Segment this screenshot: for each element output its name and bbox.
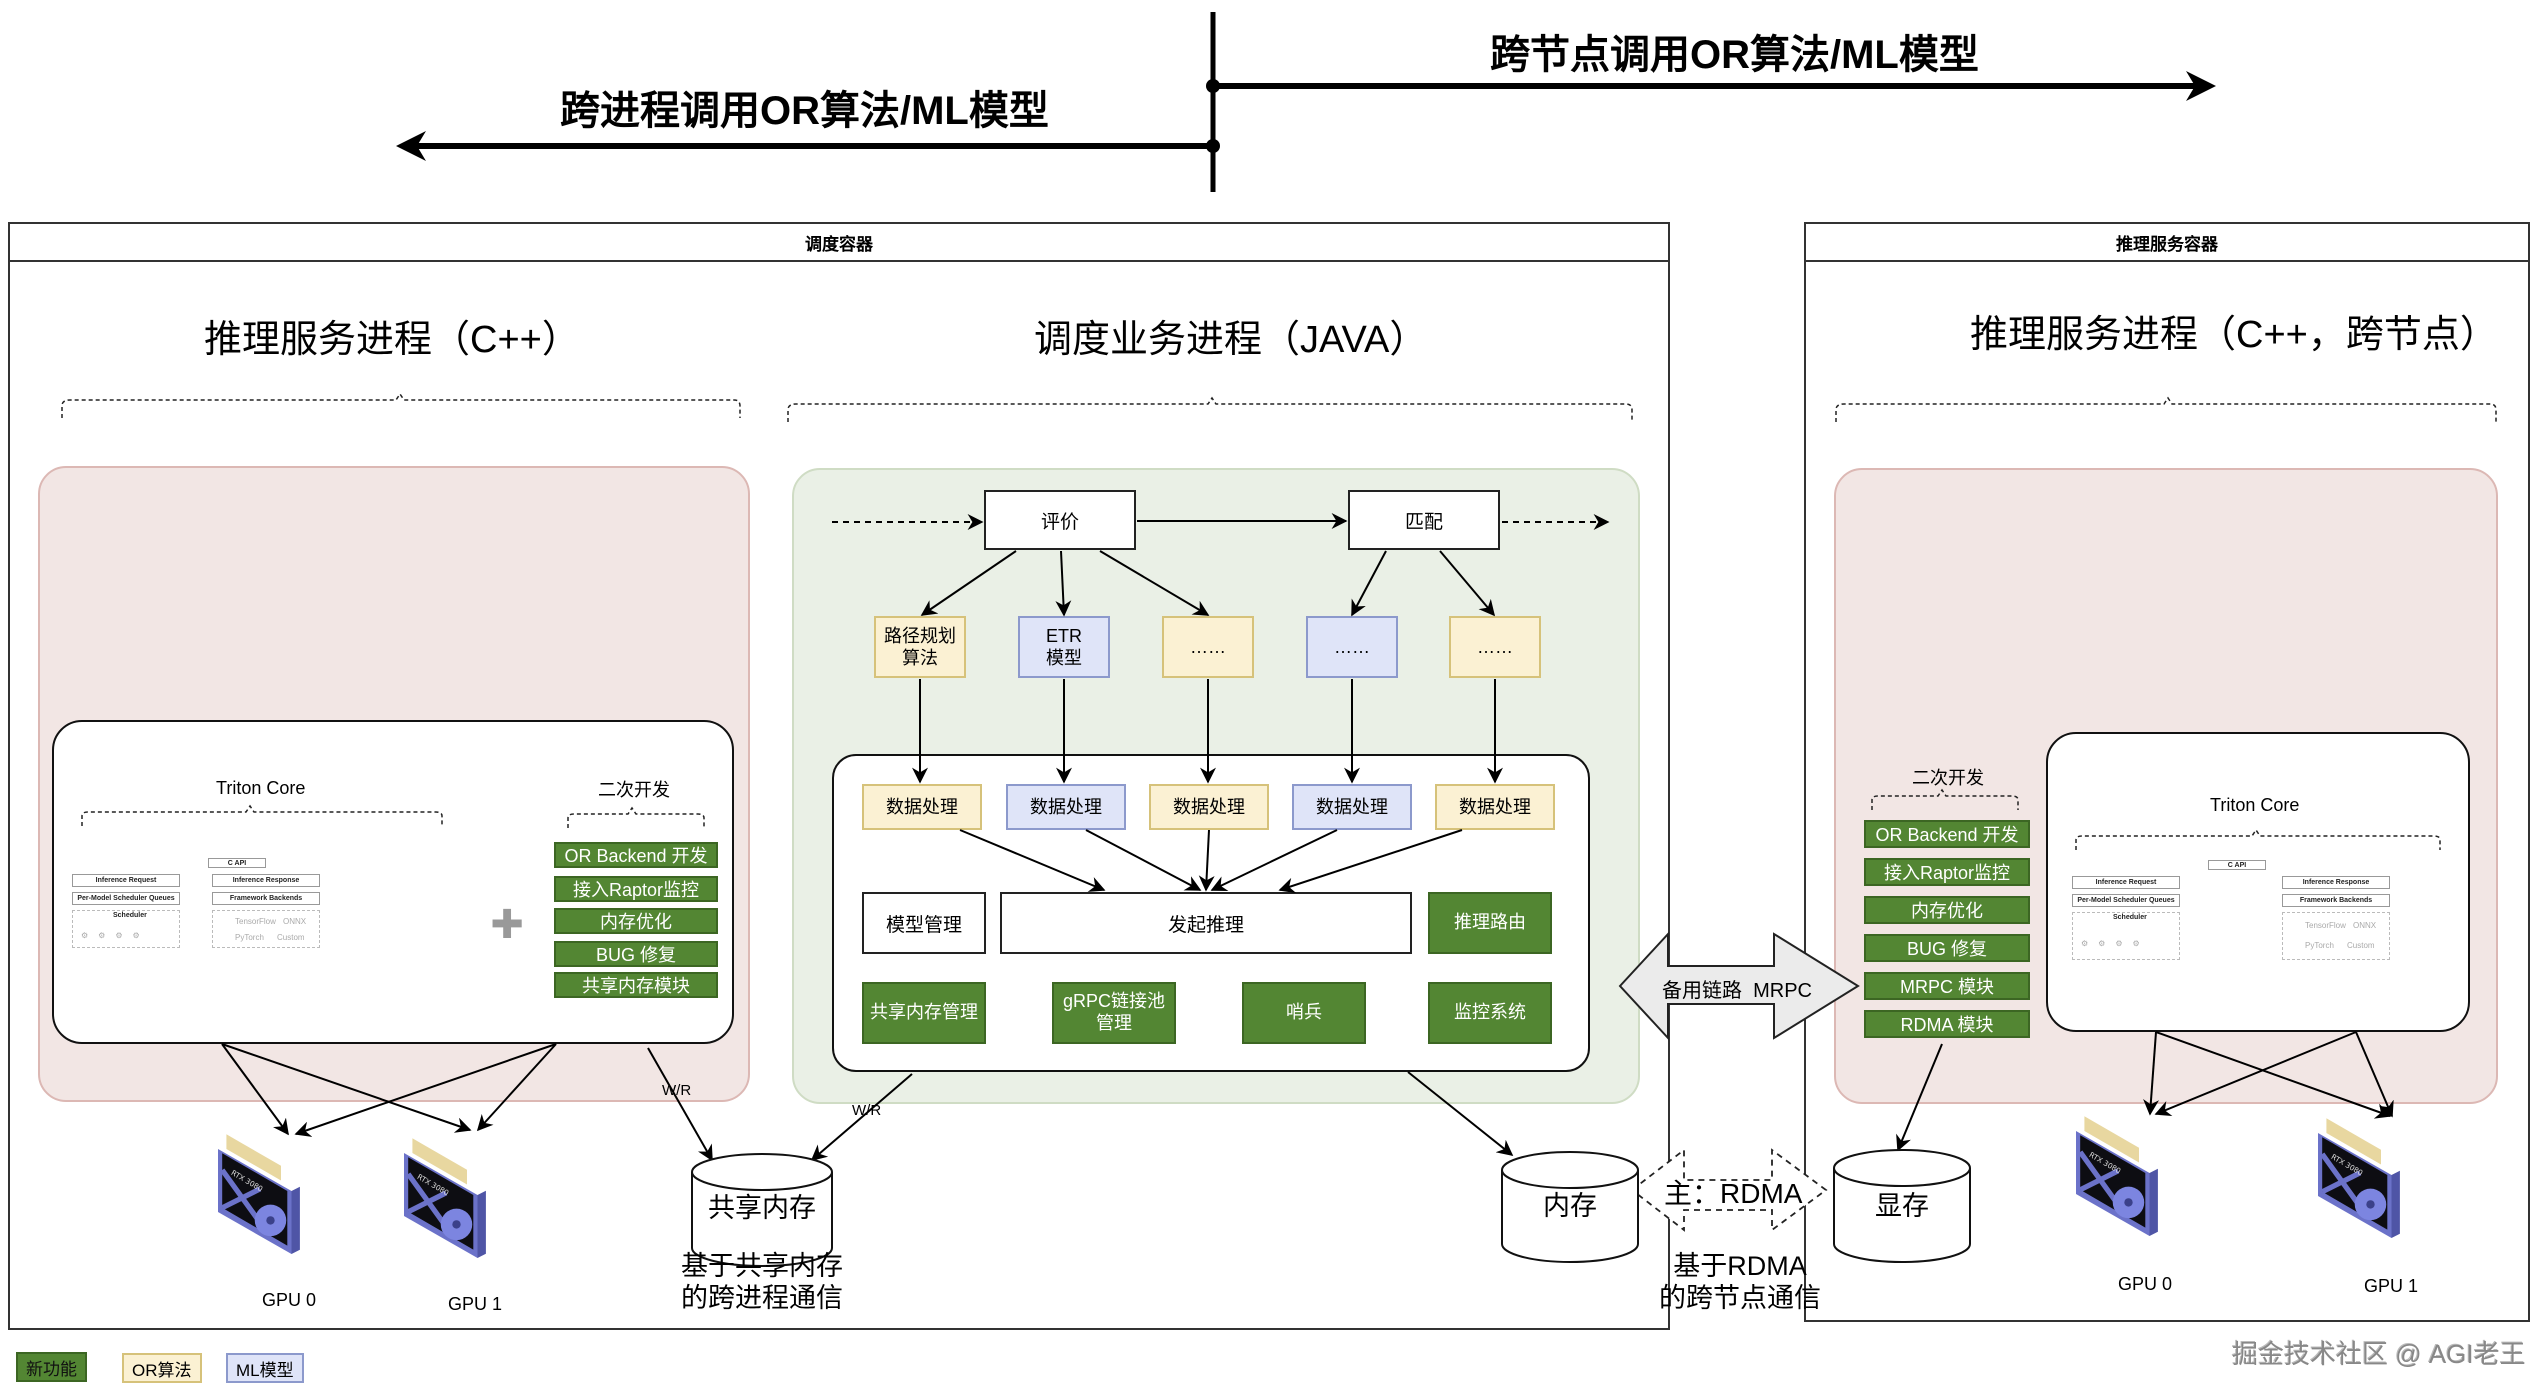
algo-box-more-or-1: …… bbox=[1162, 616, 1254, 678]
frameworks-box: TensorFlow ONNX PyTorch Custom bbox=[2282, 912, 2390, 960]
remote-gpu0-label: GPU 0 bbox=[2118, 1274, 2173, 1294]
dev-item-or-backend: OR Backend 开发 bbox=[1864, 820, 2030, 848]
c-api-box: C API bbox=[208, 858, 266, 868]
top-divider-dot-2 bbox=[1206, 139, 1220, 153]
c-api-box: C API bbox=[2208, 860, 2266, 870]
frameworks-box: TensorFlow ONNX PyTorch Custom bbox=[212, 910, 320, 948]
framework-backends-box: Framework Backends bbox=[212, 892, 320, 905]
monitoring-box: 监控系统 bbox=[1428, 982, 1552, 1044]
primary-link-label: 主：RDMA bbox=[1664, 1178, 1803, 1209]
dev-item-shm-module: 共享内存模块 bbox=[554, 972, 718, 998]
framework-tensorflow: TensorFlow bbox=[2305, 921, 2346, 930]
data-processing-box-1: 数据处理 bbox=[862, 784, 982, 830]
inference-request-box: Inference Request bbox=[72, 874, 180, 887]
dev-item-memory-opt: 内存优化 bbox=[1864, 896, 2030, 924]
dev-item-bugfix: BUG 修复 bbox=[554, 941, 718, 967]
legend-new-feature: 新功能 bbox=[16, 1352, 87, 1382]
framework-tensorflow: TensorFlow bbox=[235, 917, 276, 926]
legend-ml-model: ML模型 bbox=[226, 1353, 304, 1383]
triton-core-diagram: C API Inference Request Per-Model Schedu… bbox=[72, 858, 462, 988]
rdma-note: 基于RDMA 的跨节点通信 bbox=[1650, 1250, 1830, 1315]
framework-backends-box: Framework Backends bbox=[2282, 894, 2390, 907]
cross-node-label: 跨节点调用OR算法/ML模型 bbox=[1490, 33, 1979, 77]
remote-triton-core-diagram: C API Inference Request Per-Model Schedu… bbox=[2072, 860, 2462, 990]
framework-custom: Custom bbox=[2347, 941, 2375, 950]
model-management-box: 模型管理 bbox=[862, 892, 986, 954]
algo-box-etr-model: ETR 模型 bbox=[1018, 616, 1110, 678]
scheduler-label: Scheduler bbox=[113, 912, 147, 919]
scheduler-queues-box: Per-Model Scheduler Queues bbox=[2072, 894, 2180, 907]
framework-pytorch: PyTorch bbox=[2305, 941, 2334, 950]
dev-item-memory-opt: 内存优化 bbox=[554, 908, 718, 934]
framework-onnx: ONNX bbox=[2353, 921, 2377, 930]
business-process-title: 调度业务进程（JAVA） bbox=[1034, 319, 1428, 361]
plus-icon: ✚ bbox=[490, 903, 524, 947]
inference-process-title: 推理服务进程（C++） bbox=[204, 319, 580, 361]
start-inference-box: 发起推理 bbox=[1000, 892, 1412, 954]
remote-triton-core-title: Triton Core bbox=[2210, 795, 2300, 815]
inference-container: 推理服务容器 bbox=[1804, 222, 2530, 1322]
gear-icons: ⚙⚙⚙⚙ bbox=[2081, 939, 2150, 948]
cross-process-label: 跨进程调用OR算法/ML模型 bbox=[560, 89, 1049, 133]
rdma-note-line1: 基于RDMA bbox=[1673, 1251, 1807, 1281]
remote-gpu1-label: GPU 1 bbox=[2364, 1276, 2419, 1296]
shared-memory-note-line2: 的跨进程通信 bbox=[681, 1283, 843, 1314]
algo-box-more-or-2: …… bbox=[1449, 616, 1541, 678]
shm-management-box: 共享内存管理 bbox=[862, 982, 986, 1044]
top-divider-dot-1 bbox=[1206, 79, 1220, 93]
scheduler-container: 调度容器 bbox=[8, 222, 1670, 1330]
data-processing-box-2: 数据处理 bbox=[1006, 784, 1126, 830]
wr-label-business: W/R bbox=[852, 1102, 882, 1119]
wr-label-inference: W/R bbox=[662, 1082, 692, 1099]
data-processing-box-4: 数据处理 bbox=[1292, 784, 1412, 830]
memory-label: 内存 bbox=[1543, 1190, 1597, 1221]
scheduler-label: Scheduler bbox=[2113, 914, 2147, 921]
gear-icons: ⚙⚙⚙⚙ bbox=[81, 931, 150, 940]
secondary-dev-title: 二次开发 bbox=[598, 780, 670, 800]
remote-inference-process-title: 推理服务进程（C++，跨节点） bbox=[1970, 314, 2498, 356]
scheduler-box: Scheduler ⚙⚙⚙⚙ bbox=[2072, 912, 2180, 960]
algo-box-route-planning: 路径规划 算法 bbox=[874, 616, 966, 678]
dev-item-mrpc: MRPC 模块 bbox=[1864, 972, 2030, 1000]
match-box: 匹配 bbox=[1348, 490, 1500, 550]
dev-item-bugfix: BUG 修复 bbox=[1864, 934, 2030, 962]
algo-box-more-ml: …… bbox=[1306, 616, 1398, 678]
framework-onnx: ONNX bbox=[283, 917, 307, 926]
sentinel-box: 哨兵 bbox=[1242, 982, 1366, 1044]
watermark: 掘金技术社区 @ AGI老王 bbox=[2232, 1339, 2526, 1369]
inference-container-header: 推理服务容器 bbox=[1806, 224, 2528, 262]
inference-request-box: Inference Request bbox=[2072, 876, 2180, 889]
dev-item-raptor: 接入Raptor监控 bbox=[1864, 858, 2030, 886]
framework-custom: Custom bbox=[277, 933, 305, 942]
gpu0-label: GPU 0 bbox=[262, 1290, 317, 1310]
rdma-note-line2: 的跨节点通信 bbox=[1659, 1283, 1821, 1314]
algo-label-line1: ETR bbox=[1046, 625, 1082, 646]
scheduler-container-header: 调度容器 bbox=[10, 224, 1668, 262]
framework-pytorch: PyTorch bbox=[235, 933, 264, 942]
algo-label-line2: 模型 bbox=[1046, 648, 1082, 668]
algo-label-line2: 算法 bbox=[902, 648, 938, 668]
grpc-pool-box: gRPC链接池管理 bbox=[1052, 982, 1176, 1044]
shared-memory-label: 共享内存 bbox=[708, 1192, 816, 1223]
inference-routing-box: 推理路由 bbox=[1428, 892, 1552, 954]
scheduler-box: Scheduler ⚙⚙⚙⚙ bbox=[72, 910, 180, 948]
remote-secondary-dev-title: 二次开发 bbox=[1912, 768, 1984, 788]
gpu-memory-label: 显存 bbox=[1875, 1190, 1929, 1221]
data-processing-box-3: 数据处理 bbox=[1149, 784, 1269, 830]
data-processing-box-5: 数据处理 bbox=[1435, 784, 1555, 830]
legend-or-algo: OR算法 bbox=[122, 1353, 202, 1383]
inference-response-box: Inference Response bbox=[2282, 876, 2390, 889]
backup-link-label: 备用链路 MRPC bbox=[1662, 980, 1812, 1002]
triton-core-title: Triton Core bbox=[216, 778, 306, 798]
dev-item-rdma: RDMA 模块 bbox=[1864, 1010, 2030, 1038]
inference-response-box: Inference Response bbox=[212, 874, 320, 887]
shared-memory-note: 基于共享内存 的跨进程通信 bbox=[680, 1250, 844, 1315]
gpu1-label: GPU 1 bbox=[448, 1294, 503, 1314]
dev-item-or-backend: OR Backend 开发 bbox=[554, 842, 718, 868]
algo-label-line1: 路径规划 bbox=[884, 625, 956, 646]
dev-item-raptor: 接入Raptor监控 bbox=[554, 876, 718, 902]
shared-memory-note-line1: 基于共享内存 bbox=[681, 1251, 843, 1281]
evaluate-box: 评价 bbox=[984, 490, 1136, 550]
scheduler-queues-box: Per-Model Scheduler Queues bbox=[72, 892, 180, 905]
